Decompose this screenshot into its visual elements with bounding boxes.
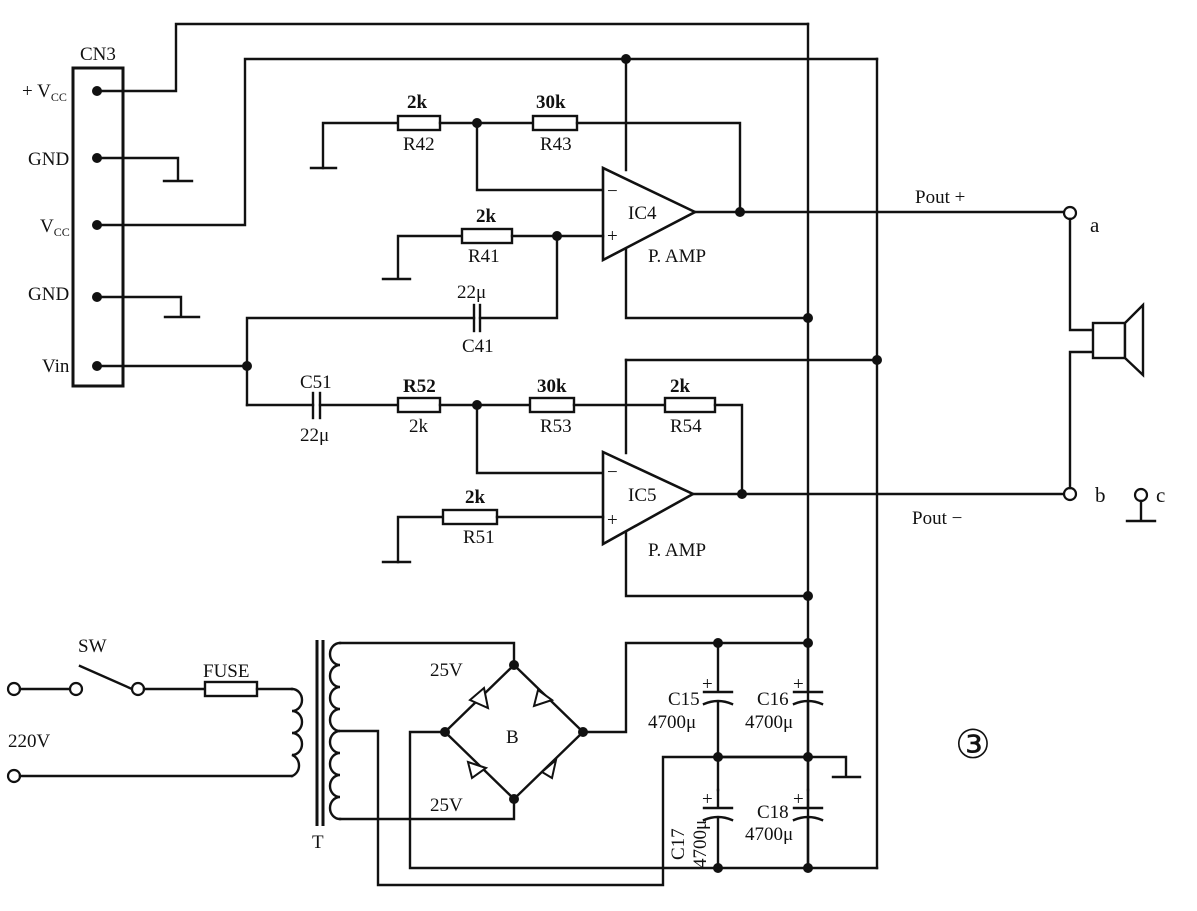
connector-wires — [95, 22, 879, 368]
ic5-opamp — [601, 449, 696, 547]
r53-label: R53 — [540, 416, 572, 437]
c16-plus: + — [793, 674, 804, 695]
c16-label: C16 — [757, 689, 789, 710]
c17-label: C17 — [668, 828, 689, 860]
r53-value: 30k — [537, 376, 567, 397]
r54-label: R54 — [670, 416, 702, 437]
power-supply: 220V SW FUSE T 25V 25V — [6, 636, 879, 887]
r41-value: 2k — [476, 206, 497, 227]
mains-label: 220V — [8, 731, 51, 752]
c18-value: 4700μ — [745, 824, 793, 845]
r51-value: 2k — [465, 487, 486, 508]
bridge-label: B — [506, 727, 519, 748]
terminal-b — [1062, 486, 1078, 502]
switch-icon — [68, 681, 84, 697]
r54-value: 2k — [670, 376, 691, 397]
c18-plus: + — [793, 789, 804, 810]
c17-value: 4700μ — [690, 820, 711, 868]
r42-value: 2k — [407, 92, 428, 113]
bridge-rectifier: B — [440, 660, 588, 804]
r42-label: R42 — [403, 134, 435, 155]
resistor-r51 — [441, 508, 499, 526]
connector-label: CN3 — [80, 44, 116, 65]
supply-rails — [621, 22, 882, 870]
pin-gnd2-label: GND — [28, 284, 69, 305]
c17-plus: + — [702, 789, 713, 810]
c15-plus: + — [702, 674, 713, 695]
resistor-r41 — [460, 227, 514, 245]
r52-value: 2k — [409, 416, 429, 437]
ic5-type: P. AMP — [648, 540, 706, 561]
r51-label: R51 — [463, 527, 495, 548]
c41-value: 22μ — [457, 282, 486, 303]
switch-label: SW — [78, 636, 107, 657]
c51-value: 22μ — [300, 425, 329, 446]
c18-label: C18 — [757, 802, 789, 823]
figure-number: ③ — [955, 722, 991, 768]
capacitor-bank: + + C15 4700μ C16 4700μ + + C18 4700μ — [648, 638, 824, 873]
c41-label: C41 — [462, 336, 494, 357]
resistor-r52 — [396, 396, 442, 414]
pout-plus-label: Pout + — [915, 187, 965, 208]
ic4-stage: 2k R42 30k R43 − + IC4 P. AMP 2k R41 22μ — [242, 57, 1066, 407]
terminal-a-label: a — [1090, 213, 1100, 237]
pout-minus-label: Pout − — [912, 508, 962, 529]
r52-label: R52 — [403, 376, 436, 397]
winding-top-label: 25V — [430, 660, 463, 681]
terminal-c — [1133, 487, 1149, 503]
pin-vcc-plus-label: + VCC — [22, 81, 67, 104]
c51-label: C51 — [300, 372, 332, 393]
ic5-label: IC5 — [628, 485, 657, 506]
ic4-plus: + — [607, 226, 618, 247]
ic5-stage: C51 22μ R52 2k 30k R53 2k R54 − + IC5 P.… — [245, 358, 1066, 598]
ic5-minus: − — [607, 462, 618, 483]
pin-vcc-label: VCC — [40, 216, 70, 239]
resistor-r53 — [528, 396, 576, 414]
ic4-type: P. AMP — [648, 246, 706, 267]
transformer-primary — [290, 687, 304, 778]
connector-cn3: CN3 + VCC GND VCC GND Vin — [22, 44, 125, 388]
r41-label: R41 — [468, 246, 500, 267]
output-speaker: Pout + Pout − a b c — [912, 187, 1165, 529]
resistor-r54 — [663, 396, 717, 414]
r43-value: 30k — [536, 92, 566, 113]
resistor-r42 — [396, 114, 442, 132]
r43-label: R43 — [540, 134, 572, 155]
c15-value: 4700μ — [648, 712, 696, 733]
pin-gnd1-label: GND — [28, 149, 69, 170]
ic5-plus: + — [607, 510, 618, 531]
c16-value: 4700μ — [745, 712, 793, 733]
ic4-label: IC4 — [628, 203, 657, 224]
ic4-opamp — [601, 165, 698, 263]
transformer-secondary — [328, 641, 342, 821]
fuse-icon — [203, 680, 259, 698]
transformer-label: T — [312, 832, 324, 853]
speaker-icon — [1091, 321, 1127, 360]
fuse-label: FUSE — [203, 661, 249, 682]
winding-bottom-label: 25V — [430, 795, 463, 816]
c15-label: C15 — [668, 689, 700, 710]
pin-vin-label: Vin — [42, 356, 70, 377]
terminal-b-label: b — [1095, 483, 1106, 507]
terminal-c-label: c — [1156, 483, 1165, 507]
terminal-a — [1062, 205, 1078, 221]
ic4-minus: − — [607, 181, 618, 202]
resistor-r43 — [531, 114, 579, 132]
